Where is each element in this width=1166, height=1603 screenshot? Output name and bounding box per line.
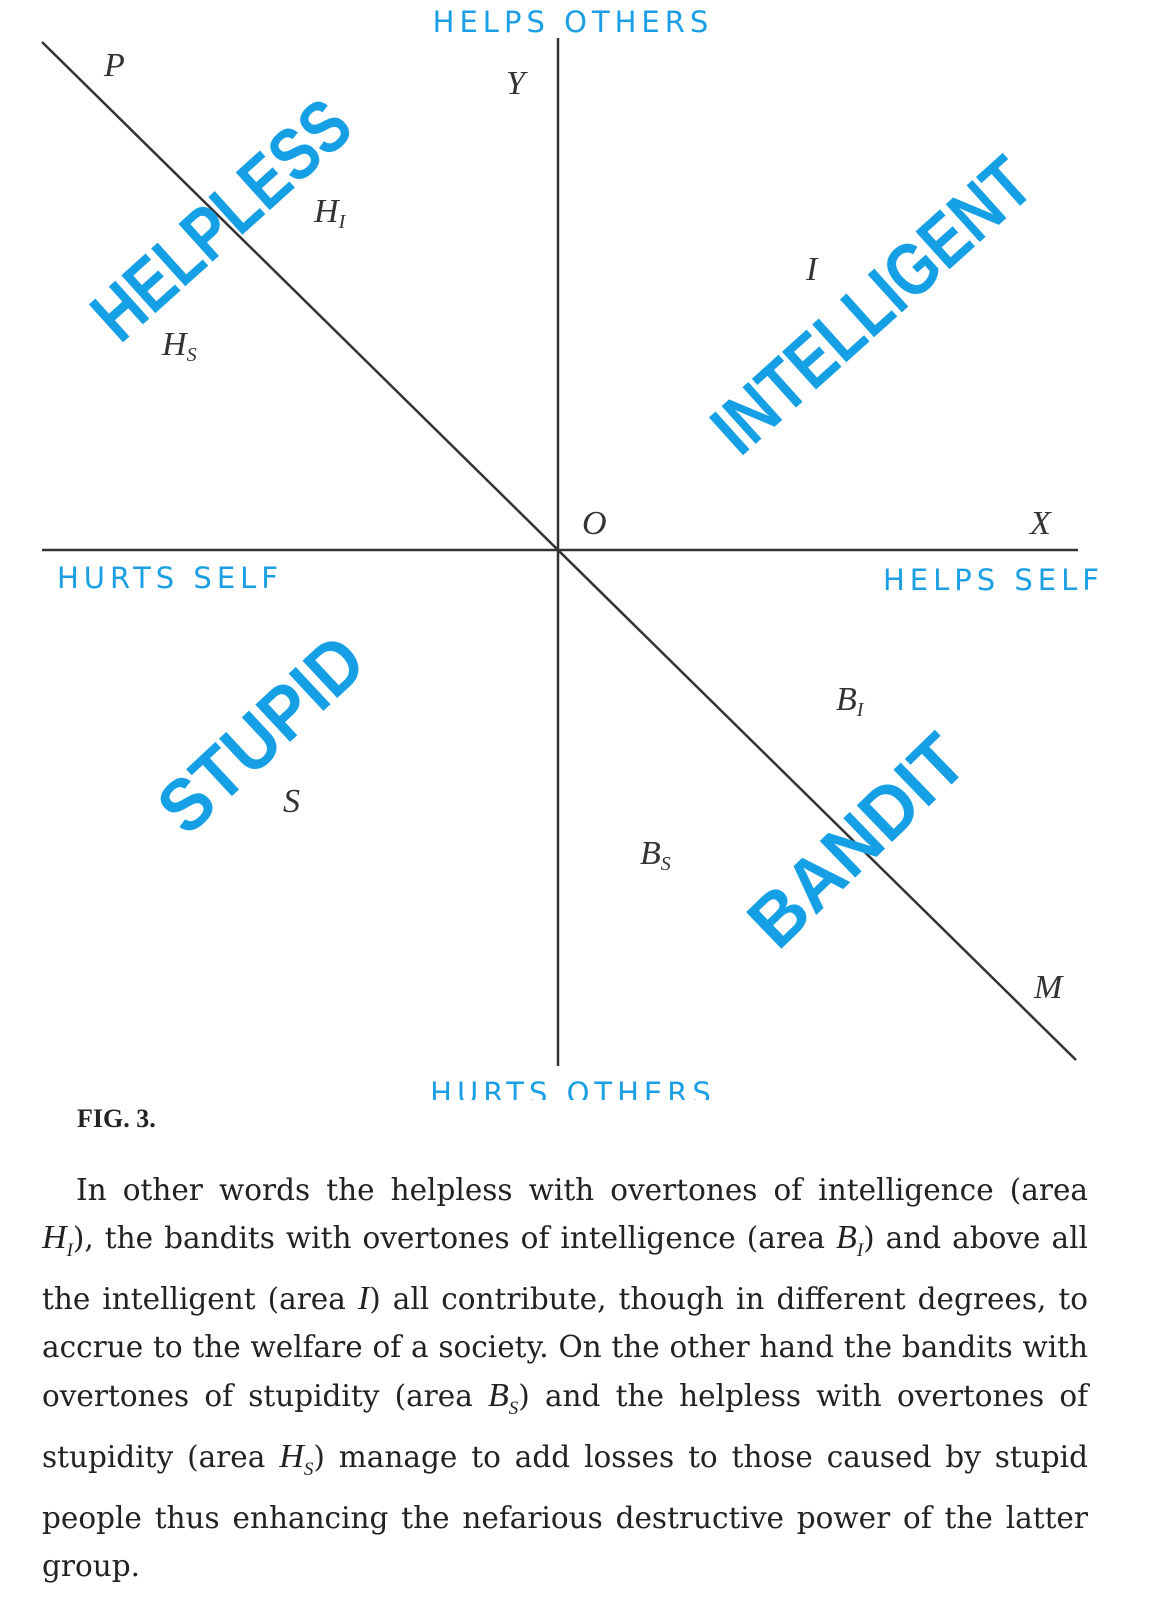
area-i: I: [805, 251, 819, 288]
point-p: P: [103, 47, 125, 84]
point-y: Y: [506, 65, 528, 102]
label-hurts-others: HURTS OTHERS: [430, 1076, 716, 1100]
area-b-s: BS: [640, 835, 671, 875]
area-h-s: HS: [161, 326, 197, 366]
label-helps-others: HELPS OTHERS: [433, 5, 714, 39]
caption-paragraph: In other words the helpless with overton…: [42, 1173, 1089, 1583]
stupidity-diagram: HELPS OTHERS HURTS SELF HELPS SELF HURTS…: [41, 5, 1104, 1100]
point-o: O: [582, 505, 607, 542]
diagonal-line-pm: [41, 41, 1077, 1061]
category-bandit: BANDIT: [731, 718, 981, 964]
label-helps-self: HELPS SELF: [883, 563, 1104, 597]
area-h-i: HI: [313, 193, 347, 233]
area-b-i: BI: [836, 681, 865, 721]
point-x: X: [1028, 505, 1052, 542]
category-stupid: STUPID: [141, 618, 380, 849]
label-hurts-self: HURTS SELF: [57, 561, 283, 595]
figure-label: FIG. 3.: [77, 1104, 156, 1133]
category-intelligent: INTELLIGENT: [695, 141, 1048, 470]
point-m: M: [1033, 969, 1064, 1006]
area-s: S: [283, 783, 300, 820]
